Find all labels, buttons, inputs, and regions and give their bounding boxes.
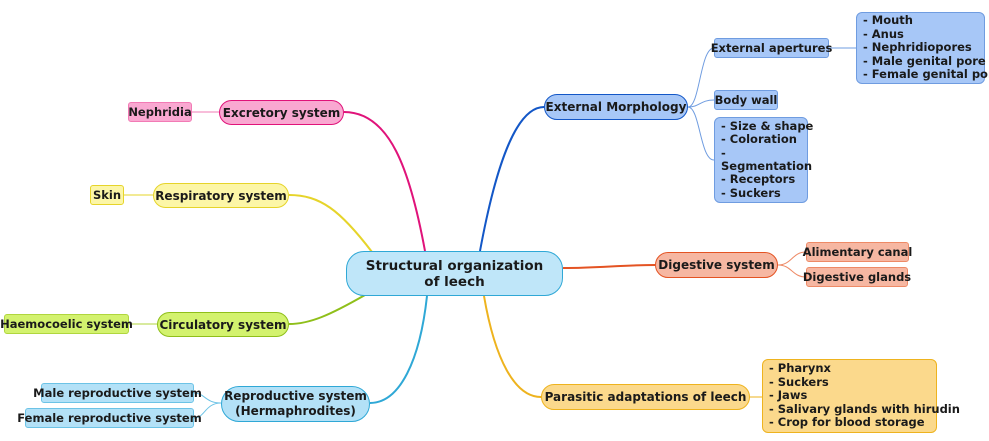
branch-parasitic: [483, 295, 542, 398]
aperture-item: - Female genital pore: [863, 67, 989, 82]
adaptation-item: - Salivary glands with hirudin: [769, 401, 960, 416]
branch-respiratory: [288, 194, 373, 253]
nephridia-node[interactable]: Nephridia: [128, 102, 192, 122]
morphology-features-list[interactable]: - Size & shape - Coloration - Segmentati…: [714, 117, 813, 203]
parasitic-adaptations-list[interactable]: - Pharynx - Suckers - Jaws - Salivary gl…: [762, 359, 960, 433]
aperture-item: - Nephridiopores: [863, 40, 972, 55]
external-apertures-node[interactable]: External apertures: [711, 38, 832, 58]
sub-female-repro: [193, 402, 222, 419]
excretory-system-node[interactable]: Excretory system: [219, 100, 344, 125]
adaptation-item: - Crop for blood storage: [769, 415, 925, 430]
aperture-item: - Anus: [863, 26, 904, 41]
digestive-system-node[interactable]: Digestive system: [655, 252, 778, 278]
parasitic-adaptations-node[interactable]: Parasitic adaptations of leech: [541, 384, 750, 410]
female-reproductive-node[interactable]: Female reproductive system: [17, 408, 202, 428]
apertures-list[interactable]: - Mouth - Anus - Nephridiopores - Male g…: [856, 12, 989, 84]
branch-morphology: [479, 106, 545, 252]
feature-item: - Coloration: [721, 132, 797, 147]
body-wall-node[interactable]: Body wall: [714, 90, 778, 110]
sub-apertures: [687, 47, 715, 108]
branch-excretory: [343, 111, 426, 252]
digestive-glands-node[interactable]: Digestive glands: [803, 267, 911, 287]
sub-features: [687, 106, 715, 161]
respiratory-system-node[interactable]: Respiratory system: [153, 183, 289, 208]
branch-circulatory: [288, 294, 366, 325]
sub-male-repro: [193, 392, 222, 404]
feature-item: -: [721, 145, 726, 160]
branch-reproductive: [369, 295, 428, 404]
aperture-item: - Mouth: [863, 13, 913, 28]
adaptation-item: - Jaws: [769, 388, 808, 403]
adaptation-item: - Pharynx: [769, 361, 831, 376]
reproductive-system-node[interactable]: Reproductive system (Hermaphrodites): [221, 386, 370, 422]
feature-item: - Size & shape: [721, 118, 814, 133]
central-topic[interactable]: Structural organization of leech: [346, 251, 563, 296]
aperture-item: - Male genital pore: [863, 53, 986, 68]
circulatory-system-node[interactable]: Circulatory system: [157, 312, 289, 337]
alimentary-canal-node[interactable]: Alimentary canal: [803, 242, 912, 262]
feature-item: Segmentation: [721, 159, 813, 173]
haemocoelic-system-node[interactable]: Haemocoelic system: [0, 314, 133, 334]
sub-alimentary: [777, 251, 807, 266]
sub-bodywall: [687, 99, 715, 108]
sub-digestive-glands: [777, 264, 807, 278]
branch-digestive: [562, 264, 656, 269]
feature-item: - Suckers: [721, 185, 781, 200]
male-reproductive-node[interactable]: Male reproductive system: [33, 383, 202, 403]
external-morphology-node[interactable]: External Morphology: [544, 94, 688, 120]
adaptation-item: - Suckers: [769, 374, 829, 389]
feature-item: - Receptors: [721, 172, 796, 187]
skin-node[interactable]: Skin: [90, 185, 124, 205]
